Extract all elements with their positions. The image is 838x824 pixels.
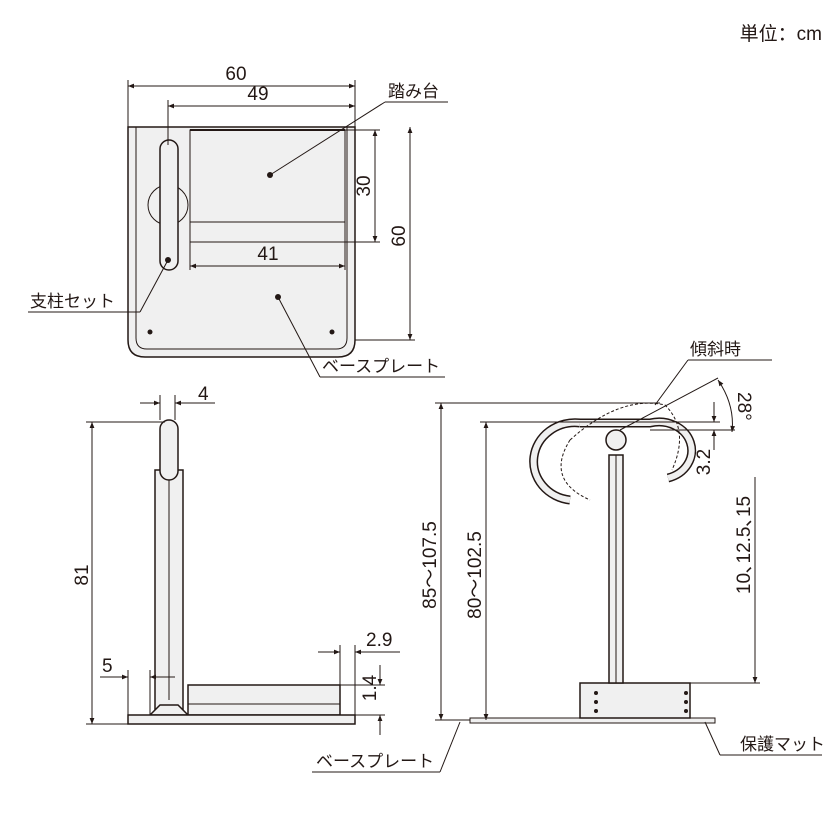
base-plate-side — [127, 714, 356, 725]
front-view: 85～107.5 80～102.5 3.2 28° 10､12.5､15 傾斜時… — [420, 340, 825, 756]
dim-height: 80～102.5 — [465, 531, 486, 619]
side-view: 4 81 5 2.9 1.4 ベースプレート — [72, 384, 461, 773]
mat-label: 保護マット — [740, 735, 825, 754]
dim-height: 81 — [72, 564, 93, 585]
dim-height-tilted: 85～107.5 — [420, 521, 441, 609]
dim-offset: 5 — [102, 656, 113, 677]
tilt-label: 傾斜時 — [690, 340, 741, 359]
pillar-top — [159, 139, 179, 271]
base-plate-label-side: ベースプレート — [316, 752, 434, 771]
step-side — [187, 684, 341, 716]
dim-tilt-rise: 3.2 — [694, 449, 715, 475]
dim-adjust-steps: 10､12.5､15 — [734, 496, 755, 594]
dim-pillar-width: 4 — [198, 384, 209, 405]
top-view: 60 49 踏み台 30 60 41 支柱セット ベースプレート — [28, 64, 448, 378]
step-platform-top — [189, 129, 346, 243]
base-plate-label-top: ベースプレート — [322, 357, 440, 376]
tilt-angle: 28° — [733, 392, 754, 421]
dim-depth-total: 60 — [389, 225, 410, 246]
step-label: 踏み台 — [388, 82, 439, 101]
step-front — [579, 682, 691, 719]
dim-width-total: 60 — [225, 64, 246, 85]
dim-step-offset: 2.9 — [366, 630, 392, 651]
seat-tilted-outline — [560, 402, 681, 501]
dim-width-inner: 49 — [247, 84, 268, 105]
dim-step-depth: 30 — [354, 175, 375, 196]
dim-step-height: 1.4 — [360, 674, 381, 701]
pillar-label: 支柱セット — [30, 292, 115, 311]
unit-label: 単位：cm — [740, 23, 822, 45]
dim-step-width: 41 — [257, 244, 278, 265]
